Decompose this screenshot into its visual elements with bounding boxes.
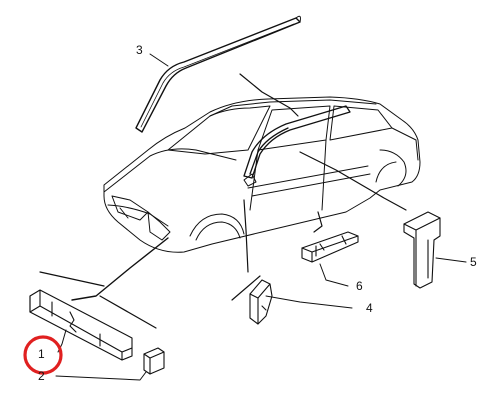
part-3-roof-molding (135, 15, 301, 133)
part-4-corner-trim (249, 279, 273, 325)
leader-2 (55, 371, 147, 381)
car-body (103, 96, 421, 253)
leader-1-guide-b (99, 295, 157, 329)
callout-3: 3 (136, 43, 143, 57)
callout-1: 1 (38, 347, 45, 361)
leader-5 (435, 257, 467, 263)
leader-4-to-car (243, 199, 249, 273)
leader-5-to-car (299, 151, 407, 211)
leader-6 (319, 263, 349, 287)
leader-1-to-car (71, 237, 169, 301)
leader-3-to-roof (239, 73, 299, 117)
part-2-clip (143, 347, 165, 375)
part-1-bumper (29, 289, 133, 361)
leader-6-to-car (313, 211, 323, 233)
part-6-sill-bracket (301, 231, 359, 263)
callout-2: 2 (38, 369, 45, 383)
callout-4: 4 (366, 301, 373, 315)
leader-4 (265, 295, 353, 309)
door-frame-molding (243, 105, 351, 179)
leader-1-guide (39, 271, 105, 287)
highlight-circle (23, 335, 63, 375)
callout-5: 5 (470, 255, 477, 269)
leader-3 (149, 53, 169, 67)
callout-6: 6 (356, 279, 363, 293)
part-5-pillar-trim (403, 211, 441, 289)
leader-4-guide (231, 275, 261, 301)
